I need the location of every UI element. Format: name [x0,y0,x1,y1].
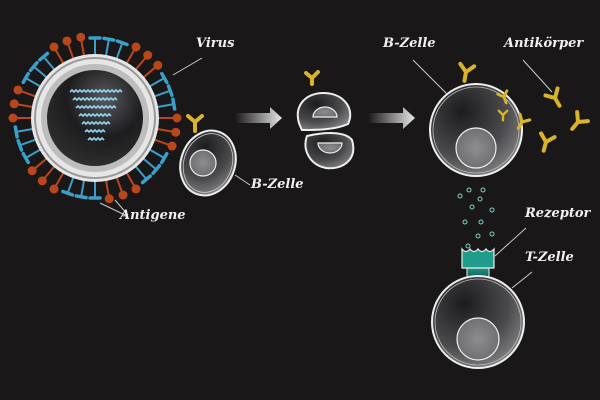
label-receptor: Rezeptor [525,206,591,221]
antigen-blue [134,164,153,185]
antibody-icon [543,86,562,108]
antigen-red [13,85,38,98]
antigen-red [134,50,153,72]
antigen-red [27,157,49,176]
b-cell-large [429,83,523,177]
particle [478,219,484,225]
antigen-red [152,138,177,151]
particle [466,187,472,193]
antigen-blue [61,175,75,197]
antigen-red [157,113,182,123]
particle [457,193,463,199]
antigen-red [37,164,56,186]
antigen-red [49,171,65,194]
antigen-red [62,36,75,61]
label-antigens: Antigene [120,208,186,223]
particle [480,187,486,193]
antigen-blue [21,71,42,88]
antigen-blue [148,148,169,165]
antigen-blue [28,60,49,79]
antigen-blue [88,36,102,56]
antibody-icon [539,131,557,153]
label-t-cell: T-Zelle [525,250,574,265]
particle [489,231,495,237]
antigen-red [125,42,141,65]
particle [475,233,481,239]
antigen-blue [21,148,42,165]
antibody-icon [496,89,509,105]
antigen-blue [152,84,174,98]
receptor [461,247,495,279]
antigen-blue [88,180,102,200]
label-b-cell-small: B-Zelle [251,177,304,192]
particle [465,243,471,249]
antigen-blue [16,138,38,152]
antigen-red [125,171,141,194]
antigen-red [49,42,65,65]
antigen-blue [155,97,177,111]
virus [8,32,182,204]
antigen-blue [148,71,169,88]
arrow-right-icon [368,107,415,129]
antigen-spikes [8,32,182,204]
dividing-b-cell [296,70,355,170]
antibody-icon [516,112,532,130]
secreted-particles [457,187,495,249]
antigen-red [104,178,114,204]
antigen-blue [141,157,162,176]
particle [489,207,495,213]
antigen-red [115,175,128,200]
antigen-blue [37,51,56,72]
particle [477,196,483,202]
arrow-right-icon [235,107,282,129]
particle [469,204,475,210]
label-virus: Virus [196,36,235,51]
antigen-red [9,99,35,109]
t-cell [431,275,525,369]
label-b-cell-large: B-Zelle [383,36,436,51]
antigen-blue [102,36,116,58]
antigen-blue [74,178,88,200]
antibody-icon [458,61,477,83]
antigen-blue [13,125,35,139]
antibody-icon [497,109,509,122]
particle [462,219,468,225]
antigen-red [76,32,86,58]
antibody-icon [186,114,204,133]
antigen-blue [115,39,129,61]
b-cell-small [179,114,237,197]
antigen-red [141,60,163,79]
viral-rna [69,88,123,142]
virus-core [47,70,143,166]
antibody-icon [304,70,320,86]
antibody-icon [570,110,590,131]
antibodies [458,61,590,153]
label-antibodies: Antikörper [504,36,584,51]
antigen-red [155,127,181,137]
antigen-red [8,113,33,123]
